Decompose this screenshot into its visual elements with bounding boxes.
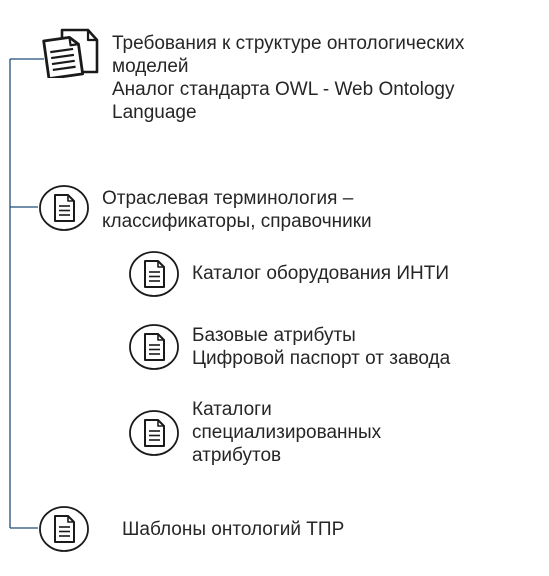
document-icon — [128, 323, 180, 371]
document-icon — [128, 250, 180, 298]
equipment-catalog-line-1: Каталог оборудования ИНТИ — [192, 263, 450, 284]
specialized-catalogs-text: Каталоги специализированных атрибутов — [192, 398, 381, 467]
ontology-templates-line-1: Шаблоны онтологий ТПР — [122, 519, 345, 540]
specialized-catalogs-line-1: Каталоги — [192, 399, 272, 420]
ontology-requirements-line-4: Language — [112, 102, 197, 123]
base-attributes-text: Базовые атрибуты Цифровой паспорт от зав… — [192, 324, 450, 370]
document-icon — [38, 505, 90, 553]
industry-terminology-line-1: Отраслевая терминология – — [102, 188, 354, 209]
documents-icon — [42, 26, 100, 78]
specialized-catalogs-line-2: специализированных — [192, 422, 382, 443]
ontology-requirements-line-2: моделей — [112, 56, 189, 77]
ontology-templates-text: Шаблоны онтологий ТПР — [122, 518, 344, 541]
base-attributes-line-1: Базовые атрибуты — [192, 325, 356, 346]
equipment-catalog-text: Каталог оборудования ИНТИ — [192, 262, 449, 285]
ontology-requirements-text: Требования к структуре онтологических мо… — [112, 32, 464, 124]
industry-terminology-text: Отраслевая терминология – классификаторы… — [102, 187, 372, 233]
industry-terminology-line-2: классификаторы, справочники — [102, 211, 372, 232]
ontology-requirements-line-1: Требования к структуре онтологических — [112, 33, 465, 54]
document-icon — [38, 184, 90, 232]
specialized-catalogs-line-3: атрибутов — [192, 445, 282, 466]
base-attributes-line-2: Цифровой паспорт от завода — [192, 348, 451, 369]
ontology-requirements-line-3: Аналог стандарта OWL - Web Ontology — [112, 79, 455, 100]
document-icon — [128, 409, 180, 457]
